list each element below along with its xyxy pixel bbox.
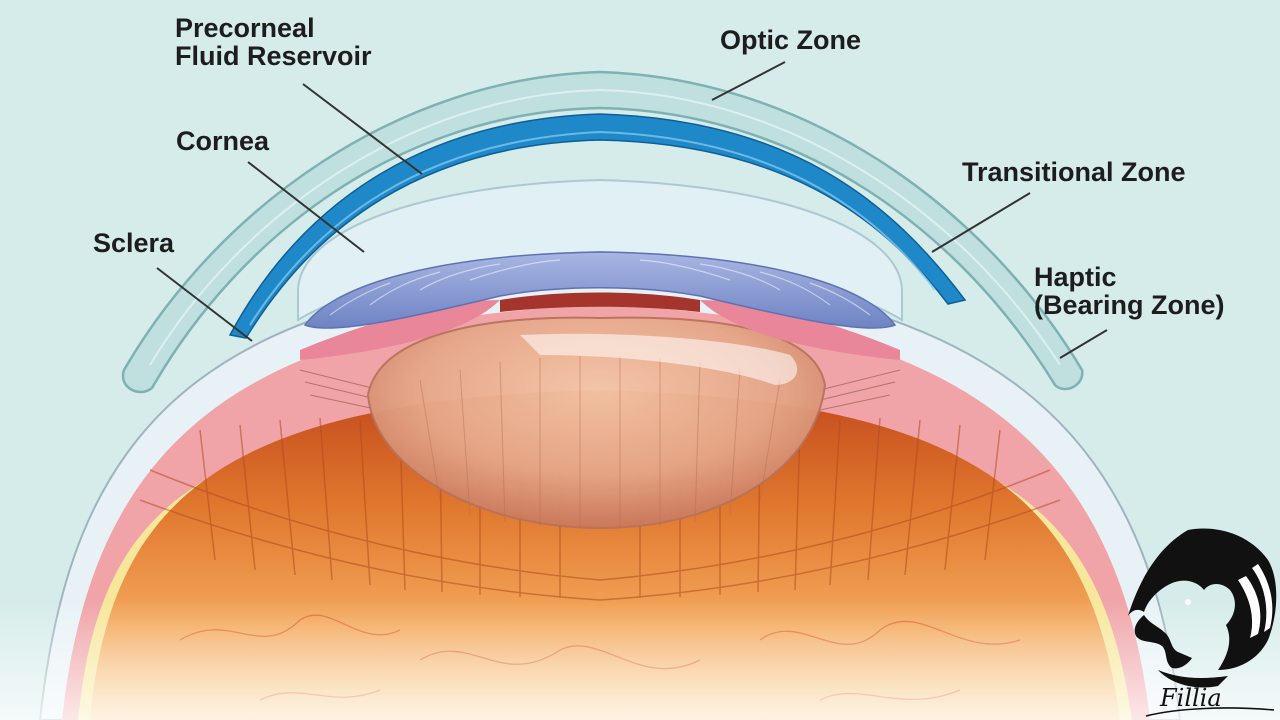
label-haptic-line2: (Bearing Zone)	[1034, 291, 1225, 319]
label-precorneal-line1: Precorneal	[175, 14, 372, 42]
logo-wordmark: Fillia	[1159, 684, 1222, 712]
watermark-logo: Fillia	[1118, 520, 1280, 720]
lion-head-icon	[1128, 529, 1276, 688]
bottom-fade	[0, 600, 1280, 720]
label-optic-zone: Optic Zone	[720, 26, 861, 54]
leader-optic-zone	[712, 62, 785, 100]
label-sclera: Sclera	[93, 229, 174, 257]
label-transitional-zone: Transitional Zone	[962, 158, 1186, 186]
label-precorneal-line2: Fluid Reservoir	[175, 42, 372, 70]
label-cornea: Cornea	[176, 127, 269, 155]
label-haptic-line1: Haptic	[1034, 263, 1225, 291]
label-precorneal-fluid-reservoir: Precorneal Fluid Reservoir	[175, 14, 372, 70]
label-haptic-bearing-zone: Haptic (Bearing Zone)	[1034, 263, 1225, 319]
